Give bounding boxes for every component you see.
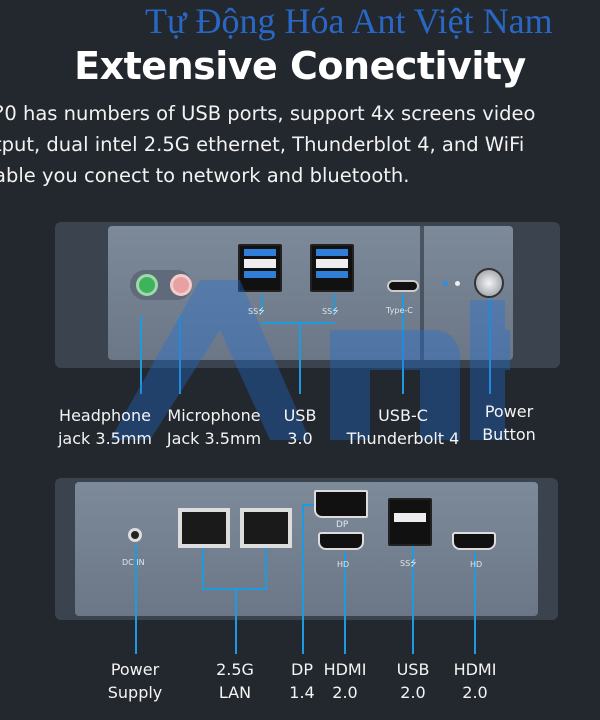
label-line: HDMI	[453, 660, 497, 679]
typec-mark: Type-C	[386, 306, 413, 315]
dc-mark: DC IN	[122, 558, 145, 567]
callout-line	[202, 548, 204, 588]
callout-line	[474, 552, 476, 654]
label-line: DP	[291, 660, 313, 679]
hd-mark: HD	[470, 560, 483, 569]
usb-mark: SS⭍	[322, 307, 339, 316]
power-button[interactable]	[474, 268, 504, 298]
label-hdmi: HDMI 2.0	[450, 658, 500, 704]
description-line: tput, dual intel 2.5G ethernet, Thunderb…	[0, 133, 525, 156]
microphone-jack	[170, 274, 192, 296]
label-line: Power	[484, 402, 534, 421]
dp-mark: DP	[336, 520, 349, 530]
label-line: LAN	[218, 683, 252, 702]
description: ?0 has numbers of USB ports, support 4x …	[0, 98, 536, 191]
callout-line	[261, 294, 263, 314]
label-line: 3.0	[287, 429, 313, 448]
label-line: Supply	[107, 683, 163, 702]
usb-mark: SS⭍	[248, 307, 265, 316]
label-line: 1.4	[289, 683, 315, 702]
status-led	[443, 281, 448, 286]
label-line: 2.0	[400, 683, 426, 702]
description-line: able you conect to network and bluetooth…	[0, 164, 410, 187]
hdmi-port	[318, 532, 364, 550]
label-line: HDMI	[323, 660, 367, 679]
label-line: Thunderbolt 4	[346, 429, 460, 448]
label-usbc: USB-C Thunderbolt 4	[343, 404, 463, 450]
label-line: USB	[283, 406, 317, 425]
typec-port	[387, 280, 419, 292]
headphone-jack	[136, 274, 158, 296]
label-line: Button	[482, 425, 536, 444]
label-usb3: USB 3.0	[270, 404, 330, 450]
callout-line	[489, 298, 491, 394]
label-line: Power	[110, 660, 160, 679]
callout-line	[265, 548, 267, 588]
label-usb2: USB 2.0	[388, 658, 438, 704]
callout-line	[302, 504, 304, 654]
page-title: Extensive Conectivity	[74, 44, 526, 88]
label-hdmi: HDMI 2.0	[320, 658, 370, 704]
label-line: Headphone	[59, 406, 151, 425]
label-line: USB-C	[378, 406, 428, 425]
callout-line	[412, 546, 414, 654]
label-line: Jack 3.5mm	[166, 429, 262, 448]
usb2-port	[388, 498, 432, 546]
callout-line	[302, 504, 314, 506]
description-line: ?0 has numbers of USB ports, support 4x …	[0, 102, 536, 125]
callout-line	[402, 294, 404, 394]
panel-divider	[420, 226, 424, 360]
usb3-port	[310, 244, 354, 292]
displayport	[314, 490, 368, 518]
callout-line	[333, 294, 335, 314]
lan-port	[240, 508, 292, 548]
status-led	[455, 281, 460, 286]
label-line: USB	[396, 660, 430, 679]
usb3-port	[238, 244, 282, 292]
usb-mark: SS⭍	[400, 559, 417, 568]
label-line: 2.0	[332, 683, 358, 702]
label-line: 2.0	[462, 683, 488, 702]
label-headphone: Headphone jack 3.5mm	[55, 404, 155, 450]
label-dp: DP 1.4	[282, 658, 322, 704]
label-line: 2.5G	[216, 660, 254, 679]
hdmi-port	[452, 532, 496, 550]
lan-port	[178, 508, 230, 548]
callout-line	[344, 552, 346, 654]
hd-mark: HD	[337, 560, 350, 569]
callout-line	[179, 316, 181, 394]
callout-line	[135, 544, 137, 654]
callout-line	[299, 322, 301, 394]
dc-jack	[128, 528, 142, 542]
label-lan: 2.5G LAN	[205, 658, 265, 704]
callout-line	[140, 316, 142, 394]
callout-line	[261, 322, 335, 324]
label-line: Microphone	[167, 406, 261, 425]
watermark: Tự Động Hóa Ant Việt Nam	[145, 1, 553, 41]
callout-line	[235, 588, 237, 654]
label-line: jack 3.5mm	[57, 429, 152, 448]
callout-line	[202, 588, 267, 590]
